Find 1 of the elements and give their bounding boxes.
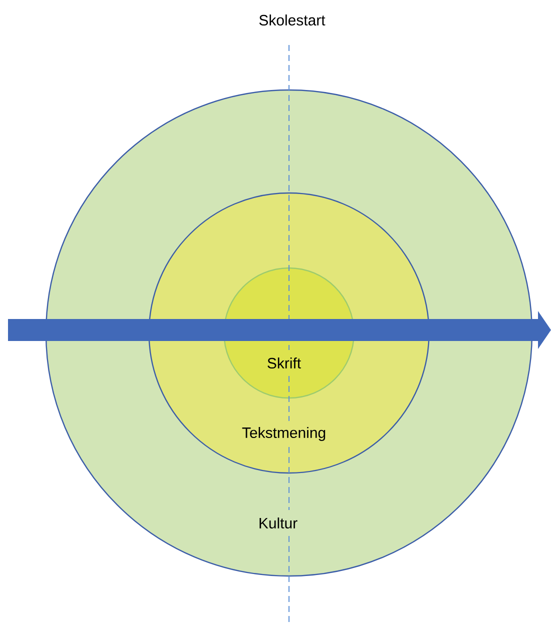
- axis-label: Skolestart: [259, 14, 326, 26]
